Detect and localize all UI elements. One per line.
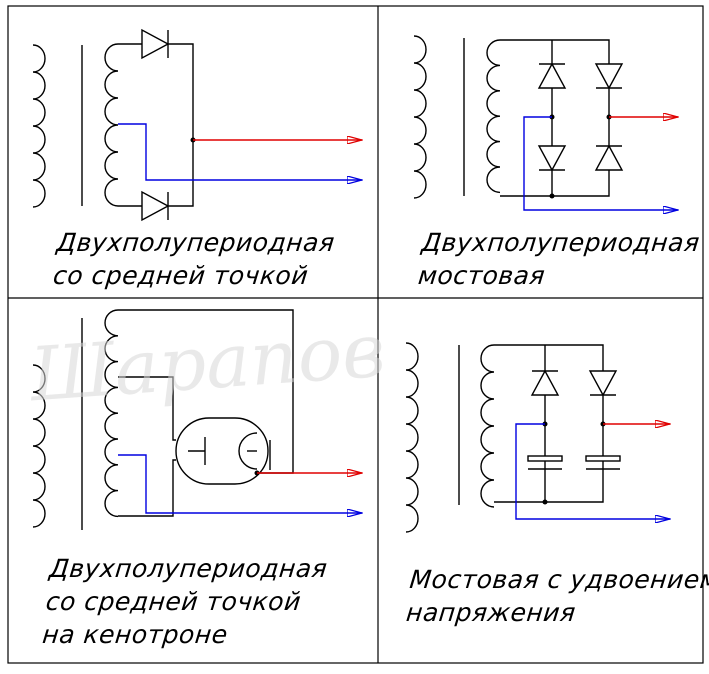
circuit-kenotron (32, 309, 362, 530)
caption-bridge: Двухполупериодная мостовая (417, 226, 702, 292)
caption-line: мостовая (416, 261, 547, 290)
caption-kenotron: Двухполупериодная со средней точкой на к… (41, 552, 329, 651)
circuit-voltage-doubler (405, 342, 670, 533)
transformer-secondary (486, 39, 501, 194)
transformer-primary (413, 35, 427, 199)
diode-bottom (141, 190, 170, 222)
transformer-primary (32, 364, 46, 528)
capacitor-right (585, 455, 621, 470)
diode-upper-left (537, 62, 567, 89)
transformer-primary (405, 342, 419, 533)
negative-output (118, 123, 362, 180)
panel-grid (7, 5, 704, 664)
diode-top (141, 28, 170, 60)
caption-line: Мостовая с удвоением (408, 565, 709, 594)
caption-line: напряжения (404, 598, 578, 627)
negative-output (118, 454, 362, 513)
caption-line: Двухполупериодная (420, 228, 702, 257)
circuit-bridge (413, 35, 678, 210)
negative-output (515, 423, 670, 519)
diode-left (530, 369, 560, 396)
diode-lower-right (594, 144, 624, 171)
junction-dot (542, 499, 548, 505)
caption-line: на кенотроне (41, 620, 230, 649)
caption-center-tap: Двухполупериодная со средней точкой (52, 226, 337, 292)
transformer-secondary (104, 43, 119, 207)
kenotron-tube (175, 417, 269, 485)
transformer-secondary (480, 344, 495, 508)
caption-line: Двухполупериодная (55, 228, 337, 257)
capacitor-left (527, 455, 563, 470)
junction-dot (549, 193, 555, 199)
caption-doubler: Мостовая с удвоением напряжения (405, 563, 709, 629)
negative-output (523, 116, 678, 210)
diode-lower-left (537, 145, 567, 172)
diode-upper-right (594, 63, 624, 90)
caption-line: со средней точкой (44, 587, 303, 616)
caption-line: со средней точкой (51, 261, 310, 290)
diode-right (588, 370, 618, 397)
wiring (118, 43, 194, 207)
circuit-center-tap (32, 28, 362, 222)
wiring (494, 344, 604, 503)
caption-line: Двухполупериодная (47, 554, 329, 583)
transformer-primary (32, 44, 46, 208)
transformer-secondary (104, 309, 119, 518)
